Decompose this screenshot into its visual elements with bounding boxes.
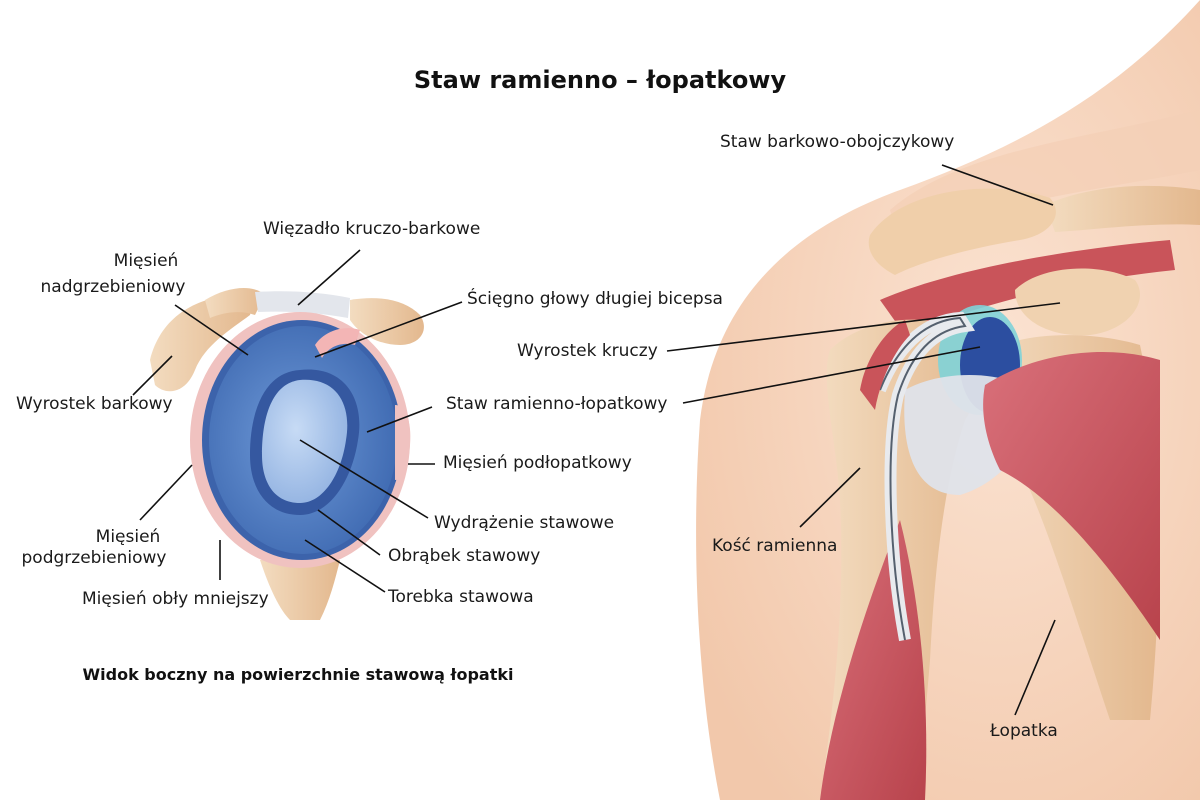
label-supraspinatus-line2: nadgrzebieniowy bbox=[40, 277, 186, 297]
label-acromion: Wyrostek barkowy bbox=[16, 394, 173, 414]
leader-glenohumeral-anterior bbox=[682, 346, 981, 404]
page-title: Staw ramienno – łopatkowy bbox=[413, 66, 787, 94]
subscapularis-muscle bbox=[983, 352, 1160, 640]
label-joint-capsule: Torebka stawowa bbox=[388, 587, 534, 607]
leader-labrum bbox=[317, 509, 381, 556]
leader-scapula bbox=[1014, 619, 1056, 716]
leader-acromion bbox=[132, 355, 173, 396]
label-glenohumeral-lateral: Staw ramienno-łopatkowy bbox=[446, 394, 668, 414]
label-glenoid-cavity: Wydrążenie stawowe bbox=[434, 513, 615, 533]
label-coracoid: Wyrostek kruczy bbox=[517, 341, 658, 361]
biceps-tendon-edge bbox=[879, 316, 967, 641]
label-scapula: Łopatka bbox=[990, 721, 1058, 741]
coracoid-bone-lateral bbox=[350, 298, 424, 345]
leader-humerus bbox=[799, 467, 861, 528]
scapula-body-lateral bbox=[260, 560, 340, 620]
label-biceps-tendon: Ścięgno głowy długiej bicepsa bbox=[467, 289, 723, 309]
glenoid-cavity bbox=[262, 379, 348, 503]
coracoacromial-ligament bbox=[255, 291, 350, 318]
lateral-glenoid-illustration bbox=[150, 288, 424, 620]
leader-ac-joint bbox=[941, 164, 1054, 206]
leader-infraspinatus bbox=[139, 464, 193, 521]
label-infraspinatus-line2: podgrzebieniowy bbox=[21, 548, 167, 568]
leader-coracoid bbox=[666, 302, 1061, 352]
label-supraspinatus-line1: Mięsień bbox=[113, 251, 179, 271]
coracoid-process bbox=[1015, 268, 1140, 336]
label-ac-joint: Staw barkowo-obojczykowy bbox=[720, 132, 955, 152]
anterior-shoulder-illustration bbox=[696, 0, 1200, 800]
leader-lines-anterior bbox=[666, 164, 1061, 716]
acromion bbox=[868, 188, 1056, 275]
leader-joint-capsule bbox=[304, 539, 386, 593]
subscapularis-fringe bbox=[395, 405, 411, 480]
biceps-tendon-lateral bbox=[315, 328, 360, 358]
label-coracoacromial-ligament: Więzadło kruczo-barkowe bbox=[263, 219, 481, 239]
label-labrum: Obrąbek stawowy bbox=[388, 546, 541, 566]
label-subscapularis: Mięsień podłopatkowy bbox=[443, 453, 632, 473]
acromion-bone-lateral bbox=[150, 294, 252, 392]
label-teres-minor: Mięsień obły mniejszy bbox=[82, 589, 269, 609]
leader-coracoacromial-ligament bbox=[297, 249, 361, 306]
leader-glenoid-cavity bbox=[299, 439, 429, 519]
leader-supraspinatus bbox=[174, 304, 249, 356]
scapular-spine-lateral bbox=[205, 288, 265, 318]
label-infraspinatus-line1: Mięsień bbox=[95, 527, 161, 547]
label-humerus: Kość ramienna bbox=[712, 536, 838, 556]
clavicle bbox=[1045, 185, 1200, 232]
lateral-view-caption: Widok boczny na powierzchnie stawową łop… bbox=[82, 665, 514, 684]
leader-lines-lateral bbox=[132, 249, 463, 593]
leader-glenohumeral-lateral bbox=[366, 406, 433, 433]
leader-biceps-tendon bbox=[314, 301, 463, 358]
